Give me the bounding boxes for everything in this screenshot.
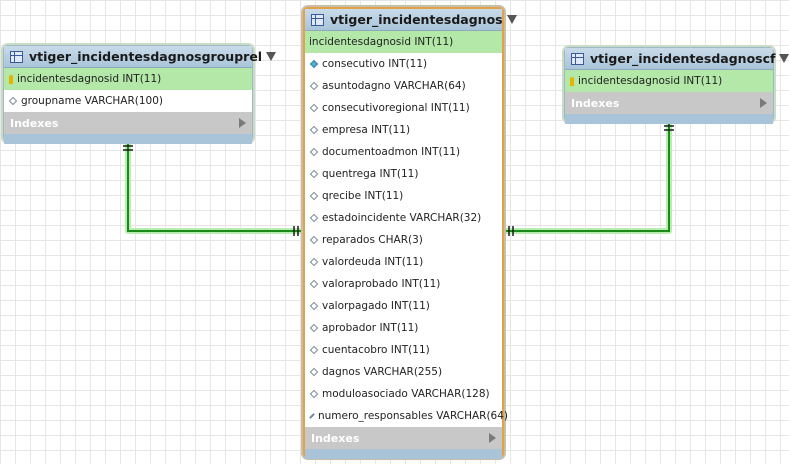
- chevron-down-icon[interactable]: [779, 54, 789, 63]
- column-icon: [309, 413, 315, 419]
- column-label: dagnos VARCHAR(255): [322, 366, 443, 378]
- column-icon: [309, 147, 319, 157]
- column-icon: [309, 169, 319, 179]
- table-header[interactable]: vtiger_incidentesdagnoscf: [565, 48, 789, 70]
- indexed-column-icon: [309, 59, 319, 69]
- column-icon: [309, 257, 319, 267]
- column-row[interactable]: asuntodagno VARCHAR(64): [305, 75, 502, 97]
- column-row[interactable]: incidentesdagnosid INT(11): [565, 70, 773, 92]
- relationship-line-cf[interactable]: [504, 122, 674, 236]
- table-footer: [4, 134, 252, 144]
- indexes-section[interactable]: Indexes: [565, 92, 773, 114]
- table-incidentesdagnos[interactable]: vtiger_incidentesdagnos incidentesdagnos…: [303, 7, 517, 459]
- primary-key-icon: [9, 74, 13, 84]
- column-icon: [309, 81, 319, 91]
- column-label: documentoadmon INT(11): [322, 146, 461, 158]
- column-label: valordeuda INT(11): [322, 256, 424, 268]
- column-row[interactable]: empresa INT(11): [305, 119, 502, 141]
- column-row[interactable]: valoraprobado INT(11): [305, 273, 502, 295]
- column-label: estadoincidente VARCHAR(32): [322, 212, 482, 224]
- column-row[interactable]: valordeuda INT(11): [305, 251, 502, 273]
- column-icon: [309, 367, 319, 377]
- column-label: quentrega INT(11): [322, 168, 419, 180]
- chevron-down-icon[interactable]: [506, 15, 517, 24]
- column-label: valorpagado INT(11): [322, 300, 430, 312]
- indexes-label: Indexes: [571, 96, 620, 110]
- indexes-section[interactable]: Indexes: [305, 427, 502, 449]
- table-title: vtiger_incidentesdagnosgrouprel: [29, 49, 263, 64]
- column-row[interactable]: incidentesdagnosid INT(11): [4, 68, 252, 90]
- table-title: vtiger_incidentesdagnos: [330, 12, 503, 27]
- column-row[interactable]: valorpagado INT(11): [305, 295, 502, 317]
- column-label: valoraprobado INT(11): [322, 278, 441, 290]
- column-row[interactable]: moduloasociado VARCHAR(128): [305, 383, 502, 405]
- column-row[interactable]: consecutivoregional INT(11): [305, 97, 502, 119]
- expand-arrow-icon[interactable]: [760, 98, 767, 108]
- column-row[interactable]: documentoadmon INT(11): [305, 141, 502, 163]
- column-icon: [8, 96, 18, 106]
- column-row[interactable]: reparados CHAR(3): [305, 229, 502, 251]
- column-row[interactable]: quentrega INT(11): [305, 163, 502, 185]
- column-icon: [309, 389, 319, 399]
- column-label: incidentesdagnosid INT(11): [17, 73, 162, 85]
- column-label: qrecibe INT(11): [322, 190, 404, 202]
- table-grouprel[interactable]: vtiger_incidentesdagnosgrouprel incident…: [3, 45, 277, 144]
- expand-arrow-icon[interactable]: [489, 433, 496, 443]
- column-icon: [309, 323, 319, 333]
- column-row[interactable]: cuentacobro INT(11): [305, 339, 502, 361]
- column-row[interactable]: consecutivo INT(11): [305, 53, 502, 75]
- table-header[interactable]: vtiger_incidentesdagnos: [305, 9, 517, 31]
- column-row[interactable]: groupname VARCHAR(100): [4, 90, 252, 112]
- table-footer: [565, 114, 773, 124]
- column-label: cuentacobro INT(11): [322, 344, 430, 356]
- column-label: aprobador INT(11): [322, 322, 419, 334]
- column-label: groupname VARCHAR(100): [21, 95, 164, 107]
- column-label: incidentesdagnosid INT(11): [578, 75, 723, 87]
- table-icon: [311, 13, 324, 26]
- column-row[interactable]: dagnos VARCHAR(255): [305, 361, 502, 383]
- column-label: consecutivoregional INT(11): [322, 102, 470, 114]
- relationship-line-grouprel[interactable]: [123, 142, 303, 236]
- column-icon: [309, 103, 319, 113]
- column-label: empresa INT(11): [322, 124, 411, 136]
- column-row[interactable]: qrecibe INT(11): [305, 185, 502, 207]
- column-icon: [309, 191, 319, 201]
- indexes-label: Indexes: [10, 116, 59, 130]
- column-label: asuntodagno VARCHAR(64): [322, 80, 466, 92]
- indexes-label: Indexes: [311, 431, 360, 445]
- column-row[interactable]: incidentesdagnosid INT(11): [305, 31, 502, 53]
- column-icon: [309, 301, 319, 311]
- expand-arrow-icon[interactable]: [239, 118, 246, 128]
- column-row[interactable]: aprobador INT(11): [305, 317, 502, 339]
- indexes-section[interactable]: Indexes: [4, 112, 252, 134]
- table-title: vtiger_incidentesdagnoscf: [590, 51, 776, 66]
- column-label: reparados CHAR(3): [322, 234, 423, 246]
- column-icon: [309, 345, 319, 355]
- column-icon: [309, 279, 319, 289]
- column-label: numero_responsables VARCHAR(64): [318, 410, 508, 422]
- column-label: incidentesdagnosid INT(11): [309, 36, 454, 48]
- table-footer: [305, 449, 502, 459]
- column-icon: [309, 235, 319, 245]
- table-icon: [571, 52, 584, 65]
- table-cf[interactable]: vtiger_incidentesdagnoscf incidentesdagn…: [564, 47, 789, 124]
- table-header[interactable]: vtiger_incidentesdagnosgrouprel: [4, 46, 277, 68]
- column-row[interactable]: estadoincidente VARCHAR(32): [305, 207, 502, 229]
- primary-key-icon: [570, 76, 574, 86]
- column-label: moduloasociado VARCHAR(128): [322, 388, 490, 400]
- column-label: consecutivo INT(11): [322, 58, 428, 70]
- column-row[interactable]: numero_responsables VARCHAR(64): [305, 405, 508, 427]
- chevron-down-icon[interactable]: [266, 52, 277, 61]
- column-icon: [309, 125, 319, 135]
- table-icon: [10, 50, 23, 63]
- column-icon: [309, 213, 319, 223]
